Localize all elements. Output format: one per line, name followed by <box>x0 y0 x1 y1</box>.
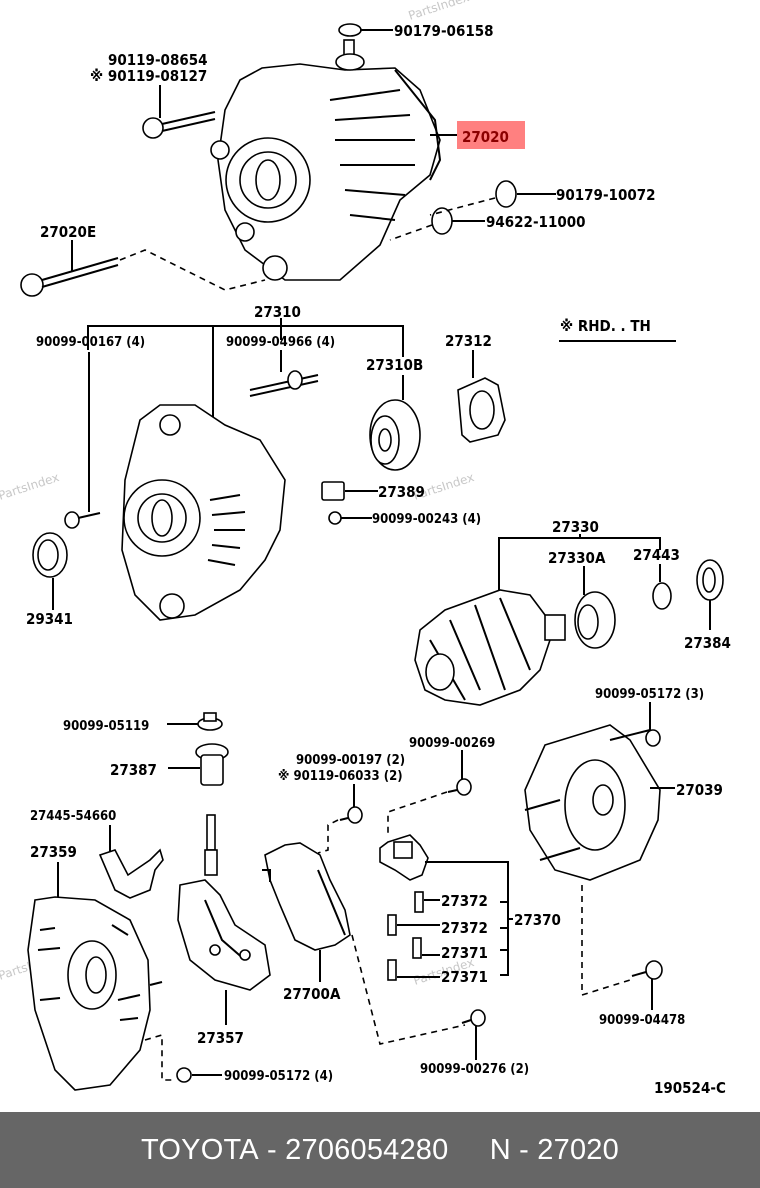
part-label[interactable]: 90099-00243 (4) <box>372 512 481 527</box>
regulator-drawing <box>262 842 351 951</box>
figure-code: 190524-C <box>654 1079 726 1097</box>
part-label[interactable]: 94622-11000 <box>486 213 586 231</box>
terminal-nut-drawing <box>335 23 365 71</box>
part-label[interactable]: 27330A <box>548 549 606 567</box>
ref-number: 27020 <box>537 1133 619 1166</box>
oem-part-number: 2706054280 <box>285 1133 449 1166</box>
highlight-box <box>457 121 525 149</box>
screw-drawing <box>64 511 101 529</box>
part-label[interactable]: 90099-04966 (4) <box>226 335 335 350</box>
legend-note: ※ RHD. . TH <box>560 317 651 335</box>
part-label[interactable]: 27387 <box>110 761 157 779</box>
ref-prefix: N <box>489 1133 511 1166</box>
part-label[interactable]: 27445-54660 <box>30 809 116 824</box>
separator: - <box>258 1133 286 1166</box>
watermark: PartsIndex <box>407 0 471 23</box>
brush-holder-drawing <box>379 834 429 881</box>
screw-drawing <box>339 806 363 824</box>
part-label[interactable]: 27370 <box>514 911 561 929</box>
bearing-cover-drawing <box>652 582 672 610</box>
part-label[interactable]: 27359 <box>30 843 77 861</box>
part-label[interactable]: 90099-00167 (4) <box>36 335 145 350</box>
spacer <box>448 1134 489 1167</box>
part-label[interactable]: 90099-05172 (3) <box>595 687 704 702</box>
drive-end-frame-drawing <box>121 404 286 621</box>
brush-drawing <box>387 937 422 981</box>
part-label[interactable]: 90099-00276 (2) <box>420 1062 529 1077</box>
part-label[interactable]: 90099-00197 (2) <box>296 753 405 768</box>
rotor-drawing <box>414 589 566 706</box>
part-label[interactable]: 27371 <box>441 968 488 986</box>
nut-drawing <box>176 1067 192 1083</box>
part-label[interactable]: 27371 <box>441 944 488 962</box>
bolt-drawing <box>631 960 663 980</box>
part-label[interactable]: 27330 <box>552 518 599 536</box>
part-label[interactable]: ※ 90119-06033 (2) <box>278 769 403 784</box>
nut-drawing <box>645 729 661 747</box>
bolt-drawing <box>142 111 216 139</box>
part-label[interactable]: 27310 <box>254 303 301 321</box>
part-label[interactable]: 27700A <box>283 985 341 1003</box>
collar-drawing <box>431 180 517 235</box>
bearing-ring-drawing <box>696 559 724 601</box>
part-label[interactable]: 90119-08654 <box>108 51 208 69</box>
long-bolt-drawing <box>20 257 119 297</box>
part-label[interactable]: 27039 <box>676 781 723 799</box>
part-label[interactable]: 90179-10072 <box>556 186 656 204</box>
screw-drawing <box>447 778 472 796</box>
alternator-assembly-drawing <box>210 63 442 281</box>
part-label[interactable]: 27357 <box>197 1029 244 1047</box>
part-info-bar: TOYOTA - 2706054280 N - 27020 <box>0 1112 760 1188</box>
screw-drawing <box>461 1009 486 1027</box>
watermark: PartsIndex <box>0 470 61 503</box>
part-label[interactable]: 27443 <box>633 546 680 564</box>
part-label[interactable]: 90179-06158 <box>394 22 494 40</box>
parts-exploded-diagram: PartsIndex PartsIndex PartsIndex PartsIn… <box>0 0 731 1097</box>
part-label[interactable]: 27372 <box>441 892 488 910</box>
part-label[interactable]: 90099-05119 <box>63 719 149 734</box>
spring-drawing <box>387 891 424 936</box>
stud-bolt-drawing <box>249 370 319 397</box>
part-label[interactable]: 90099-05172 (4) <box>224 1069 333 1084</box>
oil-seal-drawing <box>32 532 68 578</box>
part-label[interactable]: ※ 90119-08127 <box>90 67 207 85</box>
part-label[interactable]: 90099-04478 <box>599 1013 685 1028</box>
bearing-drawing <box>369 399 421 471</box>
part-label[interactable]: 29341 <box>26 610 73 628</box>
part-label[interactable]: 27310B <box>366 356 423 374</box>
retainer-plate-drawing <box>457 377 506 443</box>
nut-drawing <box>197 712 223 731</box>
part-label[interactable]: 27020E <box>40 223 96 241</box>
part-label[interactable]: 27389 <box>378 483 425 501</box>
part-label[interactable]: 27384 <box>684 634 731 652</box>
separator: - <box>510 1133 538 1166</box>
brand-name: TOYOTA <box>141 1133 259 1166</box>
rear-end-cover-drawing <box>27 896 163 1091</box>
part-label[interactable]: 27372 <box>441 919 488 937</box>
rectifier-end-cover-drawing <box>524 724 661 881</box>
terminal-insulator-drawing <box>195 743 229 786</box>
part-label[interactable]: 27312 <box>445 332 492 350</box>
part-label[interactable]: 90099-00269 <box>409 736 495 751</box>
insulator-drawing <box>321 481 345 525</box>
rotor-bearing-drawing <box>574 591 616 649</box>
bracket-drawing <box>98 848 164 899</box>
rectifier-drawing <box>177 814 271 991</box>
main-part-label-highlighted[interactable]: 27020 <box>462 128 509 146</box>
